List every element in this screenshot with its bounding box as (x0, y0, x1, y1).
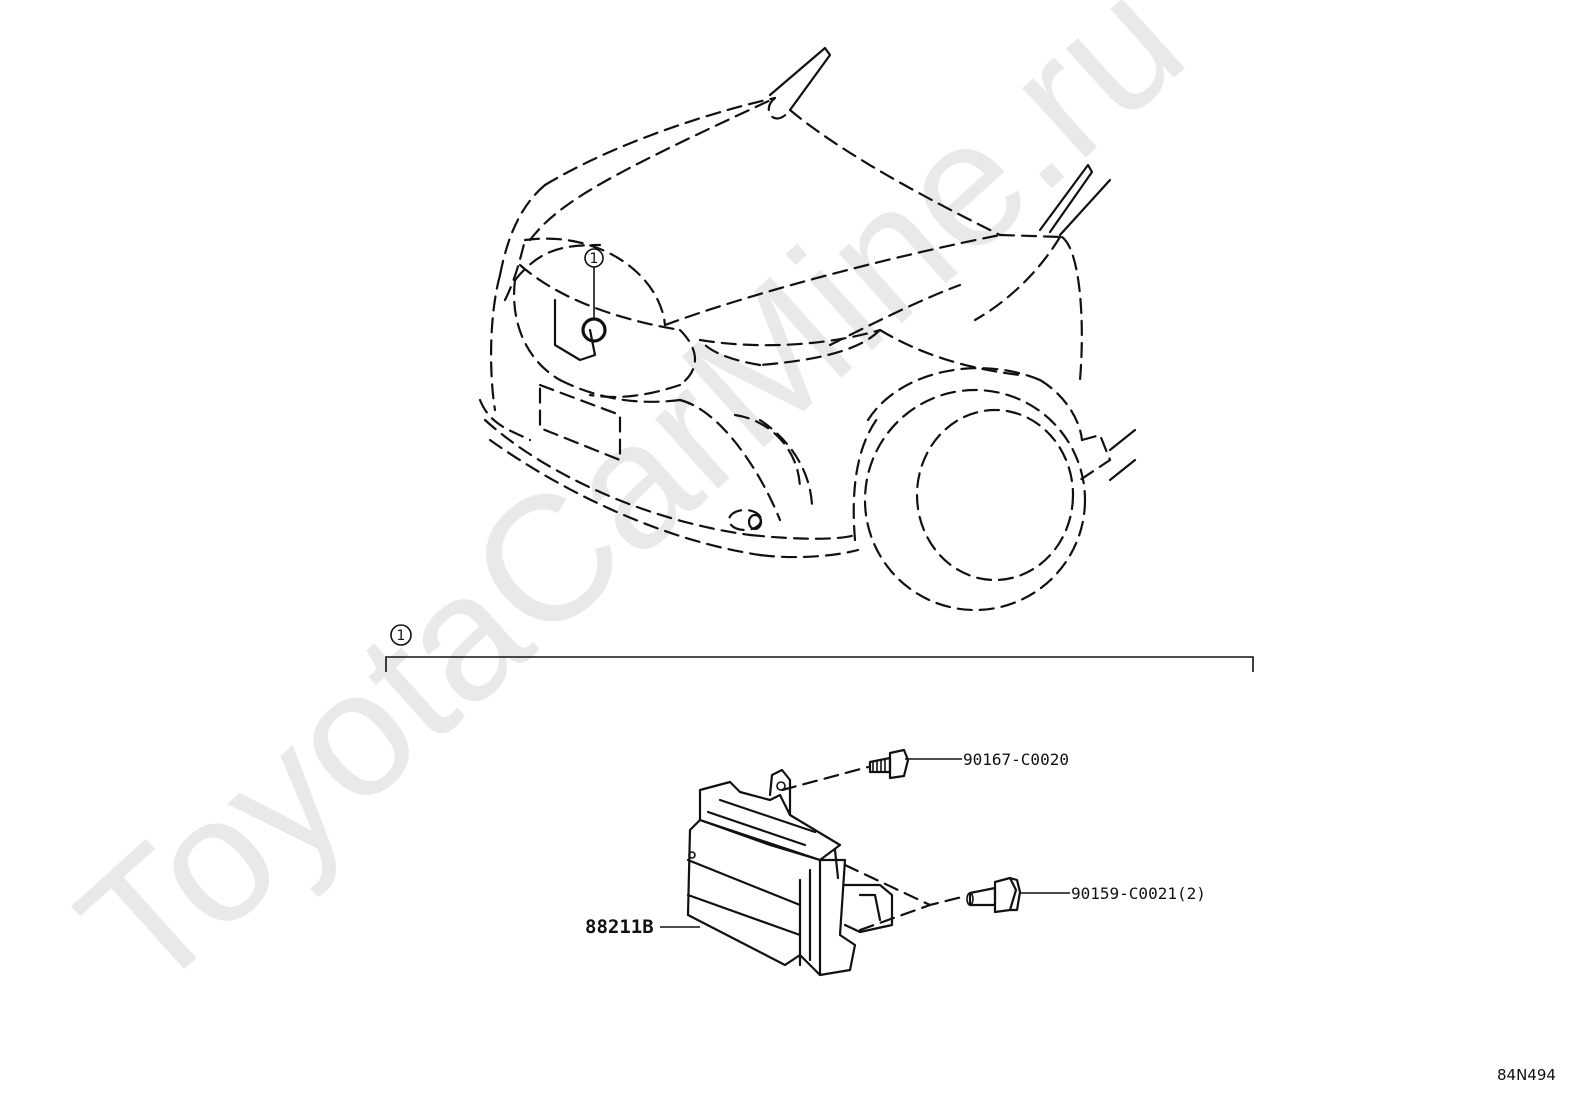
group-bracket: 1 (385, 624, 1254, 672)
watermark-text: ToyotaCarMine.ru (42, 0, 1219, 1028)
radar-sensor-assembly (686, 768, 894, 977)
bolt-1-guide-line (780, 765, 870, 792)
bolt-90159-C0021 (966, 876, 1070, 914)
part-label-90159-C0021: 90159-C0021(2) (1071, 884, 1206, 903)
sensor-location-marker (581, 317, 607, 343)
vehicle-front-illustration (478, 46, 1137, 612)
part-label-88211B: 88211B (585, 916, 654, 938)
vehicle-callout-marker: 1 (581, 248, 607, 343)
part-label-90167-C0020: 90167-C0020 (963, 750, 1069, 769)
bolt-90167-C0020 (868, 748, 962, 780)
group-callout-number: 1 (397, 628, 406, 644)
bolt-2-guide-line-lower (858, 903, 932, 932)
vehicle-callout-number: 1 (590, 251, 599, 267)
diagram-id: 84N494 (1497, 1066, 1556, 1084)
